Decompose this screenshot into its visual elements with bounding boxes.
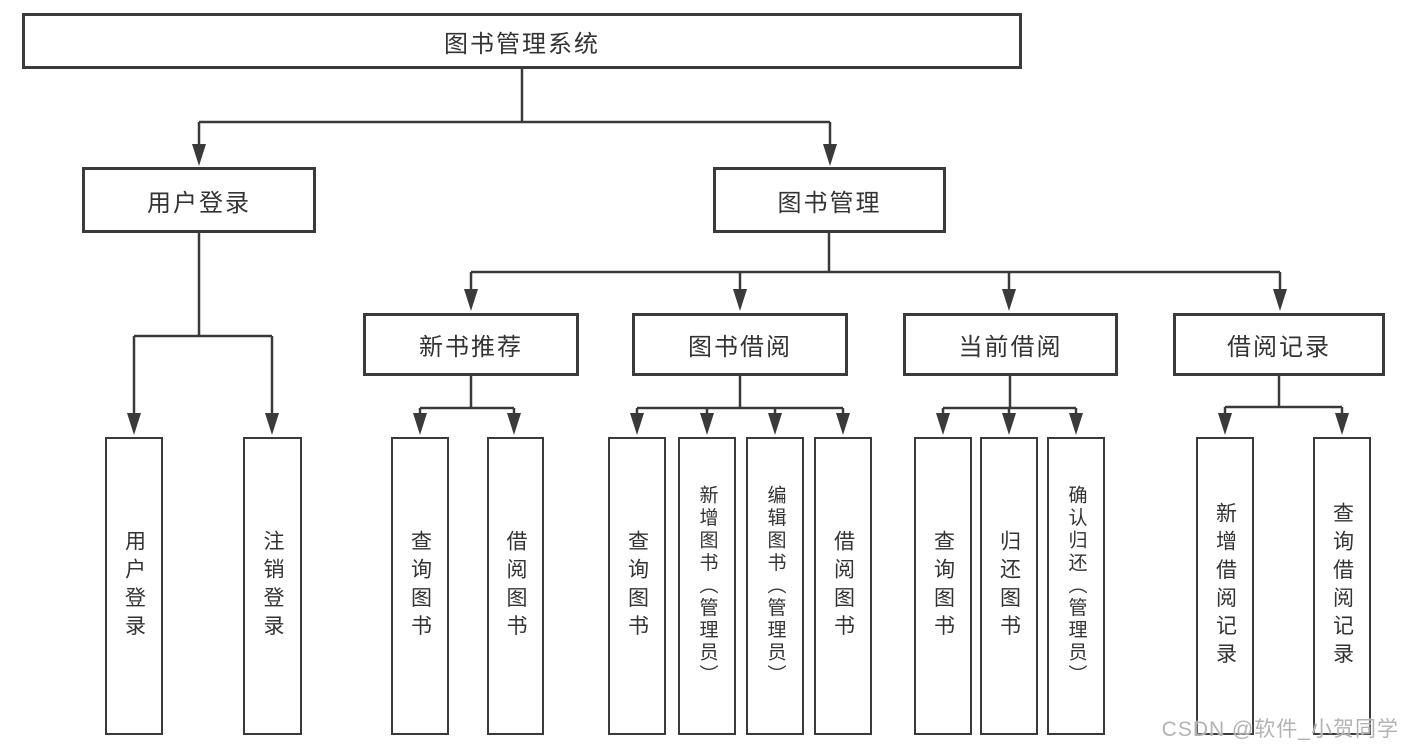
leaf-borrow-books-borrowing-label: 借阅图书 — [831, 529, 855, 643]
leaf-logout-login: 注销登录 — [243, 437, 302, 735]
leaf-borrow-books-recommend: 借阅图书 — [487, 437, 544, 735]
node-book-borrowing-label: 图书借阅 — [688, 334, 792, 361]
node-root-label: 图书管理系统 — [444, 30, 600, 58]
node-user-login-label: 用户登录 — [147, 189, 251, 217]
node-current-borrowing-label: 当前借阅 — [958, 334, 1063, 361]
leaf-query-books-recommend-label: 查询图书 — [408, 529, 432, 643]
leaf-add-books-admin-label: 新增图书（管理员） — [696, 485, 718, 687]
leaf-confirm-return-admin: 确认归还（管理员） — [1047, 437, 1105, 735]
leaf-query-books-recommend: 查询图书 — [391, 437, 449, 735]
node-borrowing-records: 借阅记录 — [1173, 313, 1385, 376]
leaf-borrow-books-borrowing: 借阅图书 — [814, 437, 872, 735]
leaf-borrow-books-recommend-label: 借阅图书 — [504, 529, 527, 643]
leaf-add-borrow-record: 新增借阅记录 — [1196, 437, 1254, 735]
leaf-add-borrow-record-label: 新增借阅记录 — [1213, 501, 1237, 671]
leaf-return-books: 归还图书 — [980, 437, 1038, 735]
node-root: 图书管理系统 — [22, 13, 1022, 69]
node-current-borrowing: 当前借阅 — [903, 313, 1118, 376]
leaf-user-login: 用户登录 — [105, 437, 163, 735]
leaf-logout-login-label: 注销登录 — [261, 529, 284, 643]
node-book-management-label: 图书管理 — [777, 189, 882, 217]
leaf-user-login-label: 用户登录 — [122, 529, 146, 643]
leaf-query-books-current: 查询图书 — [914, 437, 972, 735]
leaf-return-books-label: 归还图书 — [997, 529, 1021, 643]
leaf-edit-books-admin-label: 编辑图书（管理员） — [764, 485, 786, 687]
node-new-book-recommendation-label: 新书推荐 — [419, 334, 523, 361]
leaf-query-books-borrowing-label: 查询图书 — [625, 529, 649, 643]
leaf-confirm-return-admin-label: 确认归还（管理员） — [1065, 485, 1087, 687]
leaf-query-books-borrowing: 查询图书 — [608, 437, 666, 735]
node-new-book-recommendation: 新书推荐 — [363, 313, 579, 376]
leaf-query-borrow-record-label: 查询借阅记录 — [1330, 501, 1354, 671]
node-borrowing-records-label: 借阅记录 — [1227, 334, 1331, 361]
leaf-edit-books-admin: 编辑图书（管理员） — [746, 437, 804, 735]
leaf-query-books-current-label: 查询图书 — [931, 529, 955, 643]
leaf-query-borrow-record: 查询借阅记录 — [1313, 437, 1371, 735]
leaf-add-books-admin: 新增图书（管理员） — [678, 437, 736, 735]
node-user-login: 用户登录 — [82, 167, 316, 233]
node-book-management: 图书管理 — [713, 167, 946, 233]
watermark: CSDN @软件_小贺同学 — [1161, 718, 1399, 741]
node-book-borrowing: 图书借阅 — [632, 313, 848, 376]
